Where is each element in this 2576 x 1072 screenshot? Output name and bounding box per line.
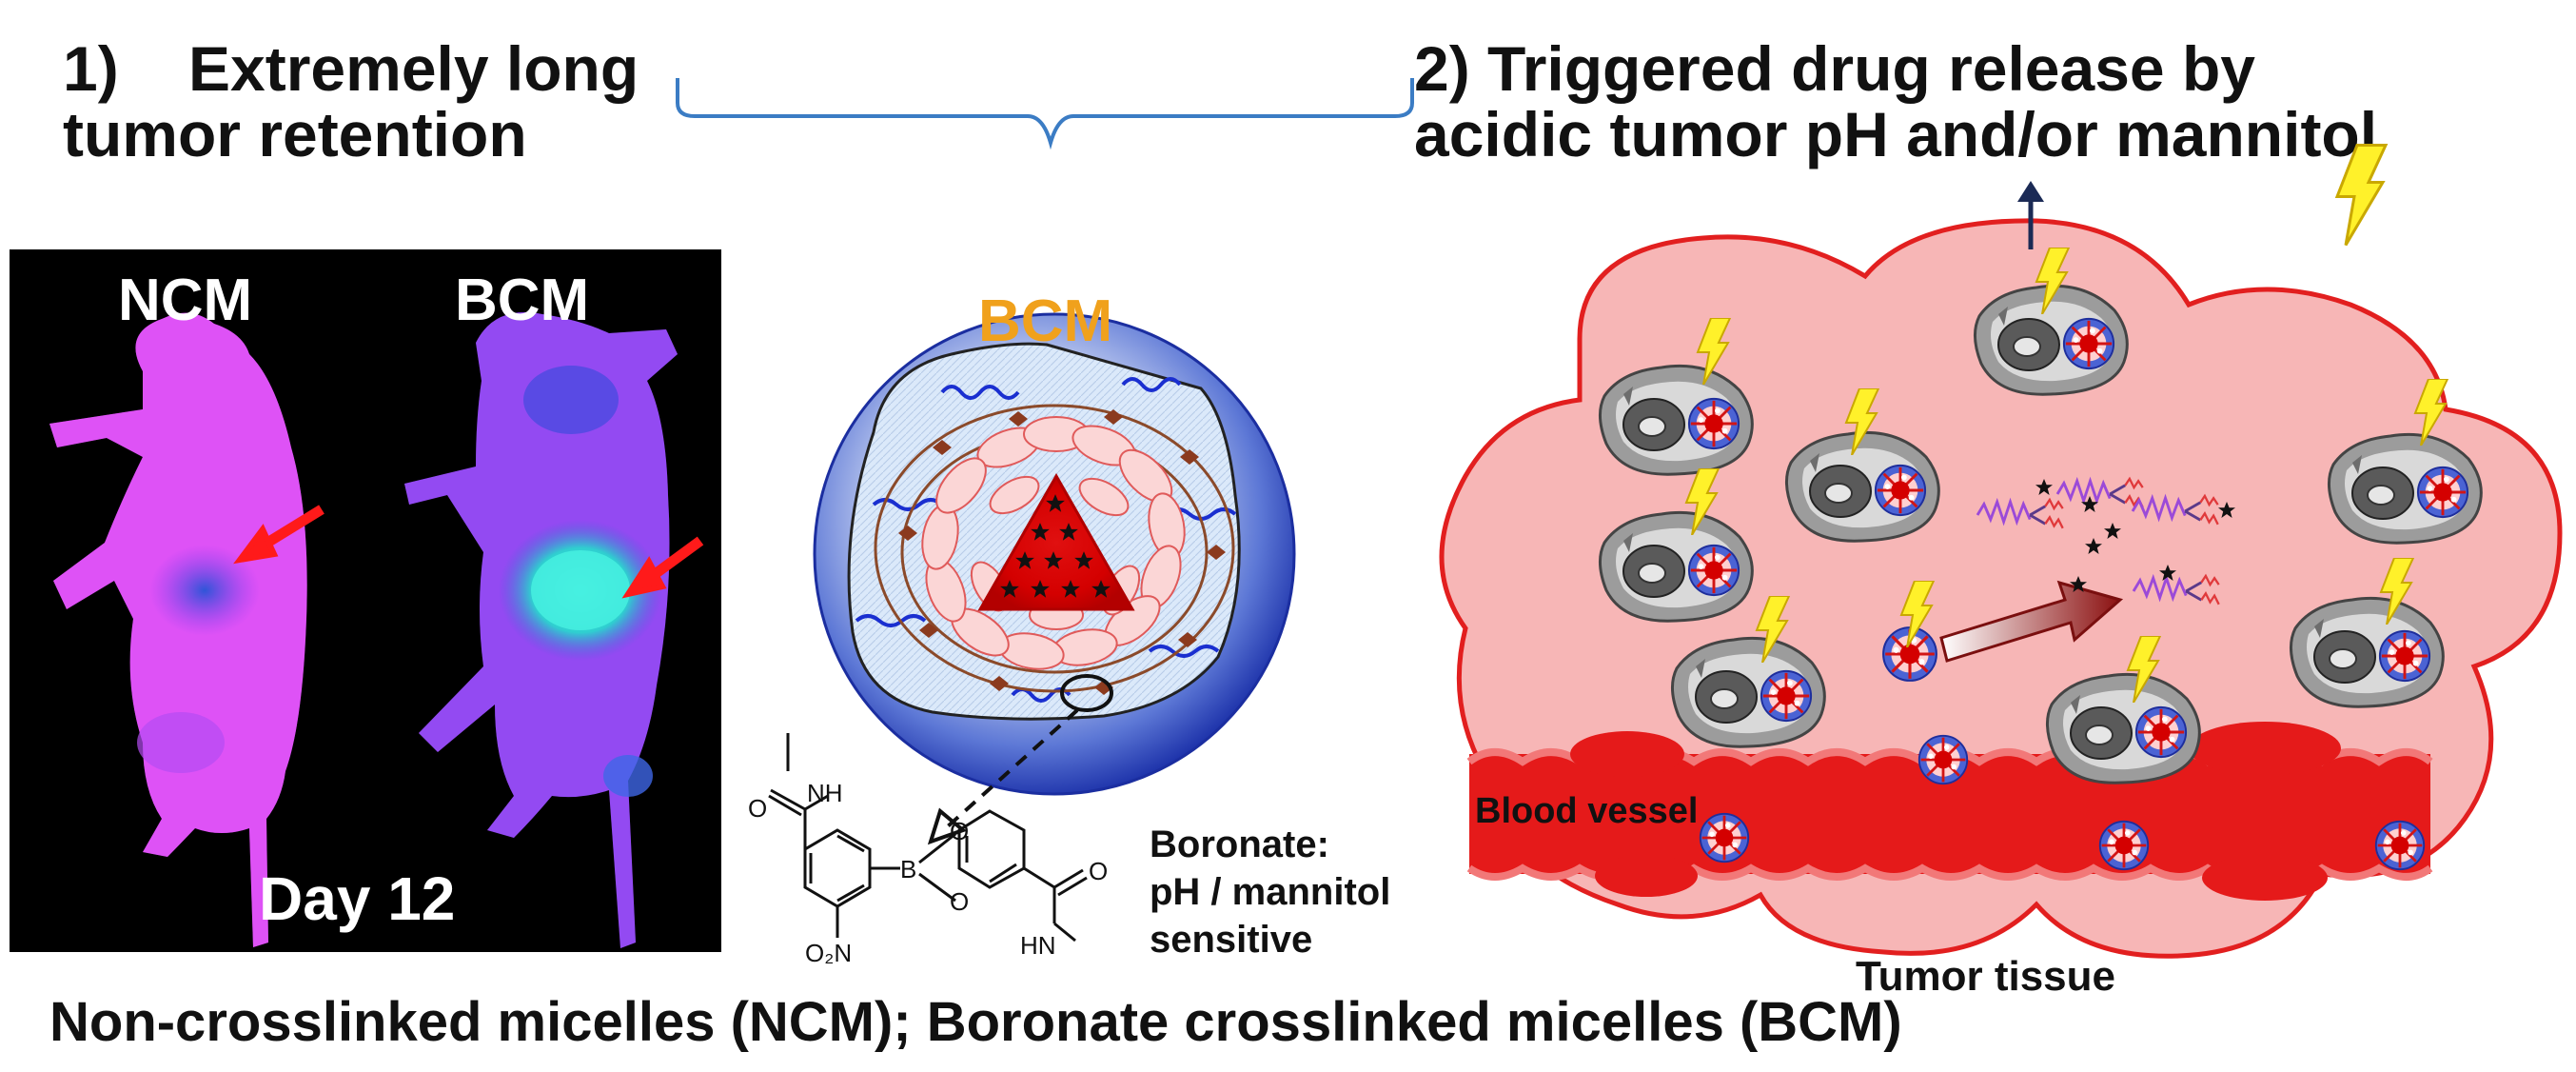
mouse-imaging-panel: NCM BCM Day 12 bbox=[10, 249, 721, 952]
heading-tumor-retention: 1) Extremely long tumor retention bbox=[63, 33, 639, 170]
chem-o-ring-2: O bbox=[950, 887, 969, 916]
bcm-micelle-sphere: BCM bbox=[813, 288, 1296, 845]
vessel-micelle-2 bbox=[1917, 734, 1969, 785]
heading-triggered-release: 2) Triggered drug release by acidic tumo… bbox=[1414, 33, 2378, 170]
tumor-cell bbox=[2329, 434, 2481, 543]
heading-left-line2: tumor retention bbox=[63, 99, 527, 170]
tumor-cell bbox=[2047, 674, 2199, 783]
chem-no2: O₂N bbox=[805, 939, 852, 967]
label-ncm: NCM bbox=[118, 268, 252, 333]
heading-right-line2: acidic tumor pH and/or mannitol bbox=[1414, 99, 2378, 170]
micelle-label: BCM bbox=[978, 288, 1112, 354]
chem-o-ring-1: O bbox=[950, 817, 969, 845]
curly-brace bbox=[676, 78, 1414, 150]
label-day: Day 12 bbox=[259, 864, 455, 933]
boronate-line3: sensitive bbox=[1150, 919, 1312, 961]
tumor-cell bbox=[1600, 366, 1752, 474]
tumor-cell bbox=[1672, 638, 1824, 746]
blood-vessel-label: Blood vessel bbox=[1475, 791, 1698, 831]
boronate-line2: pH / mannitol bbox=[1150, 871, 1390, 913]
release-arrow bbox=[1939, 580, 2124, 663]
tumor-cell bbox=[1975, 286, 2127, 394]
chem-o-right: O bbox=[1089, 857, 1108, 885]
heading-right-line1: 2) Triggered drug release by bbox=[1414, 33, 2255, 104]
chem-o-top: O bbox=[748, 794, 767, 823]
crosslink-highlight bbox=[1060, 674, 1113, 712]
crosslink-dashed-arrow bbox=[946, 708, 1079, 828]
boronate-line1: Boronate: bbox=[1150, 824, 1329, 865]
chem-boron: B bbox=[900, 855, 916, 883]
tumor-cell bbox=[2291, 598, 2443, 706]
tumor-tissue-scene: Blood vessel Tumor tissue bbox=[1439, 143, 2563, 1000]
chem-hn-right: HN bbox=[1020, 931, 1056, 960]
heading-left-line1: 1) Extremely long bbox=[63, 33, 639, 104]
tumor-cell bbox=[1600, 512, 1752, 621]
tumor-tissue-label: Tumor tissue bbox=[1856, 953, 2115, 1000]
boronate-structure bbox=[768, 733, 1088, 943]
footer-caption: Non-crosslinked micelles (NCM); Boronate… bbox=[49, 991, 1902, 1053]
chem-nh-top: NH bbox=[807, 779, 843, 807]
vessel-micelle-1 bbox=[1699, 812, 1750, 864]
bcm-mouse bbox=[404, 312, 678, 948]
lightning-bolt-icon bbox=[2335, 143, 2388, 248]
label-bcm: BCM bbox=[455, 268, 589, 333]
vessel-micelle-4 bbox=[2374, 820, 2426, 871]
tumor-cell bbox=[1786, 432, 1938, 541]
vessel-micelle-3 bbox=[2098, 820, 2150, 871]
ncm-mouse bbox=[49, 312, 307, 948]
